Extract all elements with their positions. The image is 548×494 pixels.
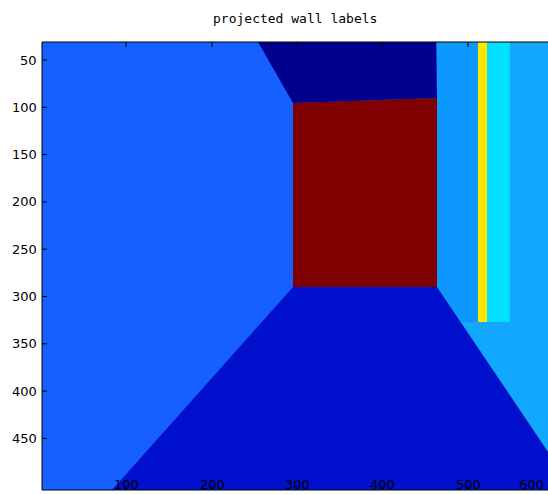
x-tick-label: 100 — [114, 478, 139, 491]
axes-frame — [42, 42, 548, 490]
floor — [112, 287, 548, 490]
tick-mark — [212, 42, 213, 47]
y-tick-label: 150 — [12, 148, 37, 161]
x-tick-label: 500 — [456, 478, 481, 491]
tick-mark — [468, 42, 469, 47]
tick-mark — [42, 343, 47, 344]
tick-mark — [42, 296, 47, 297]
end-wall — [293, 98, 437, 287]
x-tick-label: 400 — [370, 478, 395, 491]
cyan-strip — [487, 42, 510, 322]
y-tick-label: 450 — [12, 432, 37, 445]
yellow-strip — [478, 42, 487, 322]
tick-mark — [42, 201, 47, 202]
ceiling — [258, 42, 437, 103]
x-tick-label: 300 — [285, 478, 310, 491]
tick-mark — [42, 154, 47, 155]
y-tick-label: 400 — [12, 385, 37, 398]
y-tick-label: 50 — [20, 54, 37, 67]
tick-mark — [297, 42, 298, 47]
tick-mark — [382, 42, 383, 47]
y-tick-label: 300 — [12, 290, 37, 303]
tick-mark — [42, 249, 47, 250]
tick-mark — [42, 391, 47, 392]
chart-title: projected wall labels — [213, 12, 377, 25]
y-tick-label: 350 — [12, 337, 37, 350]
tick-mark — [42, 107, 47, 108]
tick-mark — [126, 42, 127, 47]
tick-mark — [42, 60, 47, 61]
right-wall-strip — [437, 42, 478, 322]
tick-marks — [42, 42, 468, 490]
y-tick-label: 250 — [12, 243, 37, 256]
left-wall — [42, 42, 548, 490]
x-tick-label: 600 — [519, 478, 544, 491]
y-tick-label: 100 — [12, 101, 37, 114]
y-tick-label: 200 — [12, 195, 37, 208]
tick-mark — [42, 438, 47, 439]
x-tick-label: 200 — [200, 478, 225, 491]
